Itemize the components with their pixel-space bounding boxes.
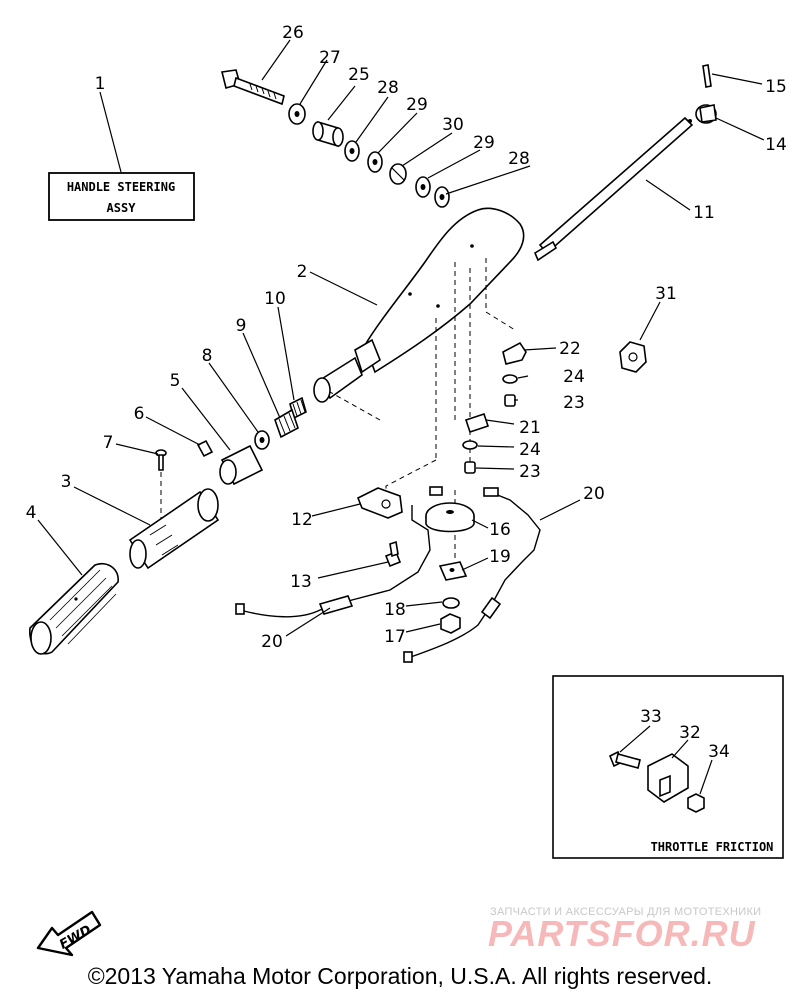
callout-28-lower: 28 (508, 149, 530, 169)
assembly-line-8 (329, 391, 381, 421)
callout-33: 33 (640, 707, 662, 727)
callout-19: 19 (489, 547, 511, 567)
callout-26: 26 (282, 23, 304, 43)
part-12-bracket (356, 487, 403, 519)
part-31-nut (619, 341, 647, 373)
callout-14: 14 (765, 135, 787, 155)
callout-12: 12 (291, 510, 313, 530)
part-24-washer-lower (462, 440, 478, 450)
part-15-pin (702, 64, 712, 88)
part-14-coupler (695, 104, 717, 124)
callout-20-left: 20 (261, 632, 283, 652)
callout-31: 31 (655, 284, 677, 304)
part-19-cam (438, 561, 468, 581)
part-17-nut (440, 613, 461, 634)
callout-16: 16 (489, 520, 511, 540)
part-34-nut (687, 793, 705, 813)
part-18-washer (442, 597, 460, 609)
part-25-collar (312, 120, 344, 148)
handle-steering-assy-box (48, 172, 195, 221)
part-23-screw-lower (464, 461, 476, 474)
part-13-bolt (384, 540, 402, 568)
callout-22: 22 (559, 339, 581, 359)
handle-steering-label-line2: ASSY (107, 201, 137, 215)
part-24-washer-upper (502, 374, 518, 384)
assembly-line-3 (485, 258, 516, 331)
callout-15: 15 (765, 77, 787, 97)
part-5-collar (219, 444, 264, 486)
part-20-cable-right (403, 486, 541, 663)
part-30-spring-washer (389, 163, 407, 185)
watermark-subtitle: ЗАПЧАСТИ И АКСЕССУАРЫ ДЛЯ МОТОТЕХНИКИ (490, 906, 762, 918)
callout-5: 5 (170, 371, 181, 391)
callout-29-lower: 29 (473, 133, 495, 153)
callout-29-upper: 29 (406, 95, 428, 115)
part-21-plate (464, 412, 490, 434)
part-4-grip (29, 563, 119, 655)
callout-24-lower: 24 (519, 440, 541, 460)
part-32-block (647, 753, 689, 803)
leader-lines (37, 39, 765, 795)
watermark-brand[interactable]: PARTSFOR.RU (488, 913, 756, 954)
callout-21: 21 (519, 418, 541, 438)
part-7-screw (155, 449, 167, 471)
callout-32: 32 (679, 723, 701, 743)
part-23-screw-upper (504, 394, 516, 407)
callout-1: 1 (95, 74, 106, 94)
part-22-clip (502, 341, 527, 365)
part-11-throttle-shaft (533, 116, 694, 262)
part-3-grip-shaft (128, 488, 220, 570)
callout-20-right: 20 (583, 484, 605, 504)
callout-4: 4 (26, 503, 37, 523)
callout-2: 2 (297, 262, 308, 282)
callout-10: 10 (264, 289, 286, 309)
callout-17: 17 (384, 627, 406, 647)
callout-23-lower: 23 (519, 462, 541, 482)
part-6-screw (196, 439, 214, 458)
callout-18: 18 (384, 600, 406, 620)
callout-9: 9 (236, 316, 247, 336)
callout-24-upper: 24 (563, 367, 585, 387)
callout-3: 3 (61, 472, 72, 492)
callout-6: 6 (134, 404, 145, 424)
copyright-notice: ©2013 Yamaha Motor Corporation, U.S.A. A… (87, 963, 713, 989)
throttle-friction-label: THROTTLE FRICTION (651, 840, 774, 854)
callout-13: 13 (290, 572, 312, 592)
part-33-bolt (608, 750, 641, 769)
part-16-friction-disc (425, 502, 475, 533)
callout-34: 34 (708, 742, 730, 762)
callout-23-upper: 23 (563, 393, 585, 413)
callout-25: 25 (348, 65, 370, 85)
fwd-arrow-icon: FWD (36, 910, 102, 957)
callout-11: 11 (693, 203, 715, 223)
callout-30: 30 (442, 115, 464, 135)
callout-8: 8 (202, 346, 213, 366)
handle-steering-label-line1: HANDLE STEERING (67, 180, 175, 194)
part-9-spring (274, 408, 299, 439)
callout-27: 27 (319, 48, 341, 68)
callout-7: 7 (103, 433, 114, 453)
part-2-handle-bracket (313, 207, 525, 403)
callout-28-upper: 28 (377, 78, 399, 98)
part-26-bolt (221, 69, 285, 106)
